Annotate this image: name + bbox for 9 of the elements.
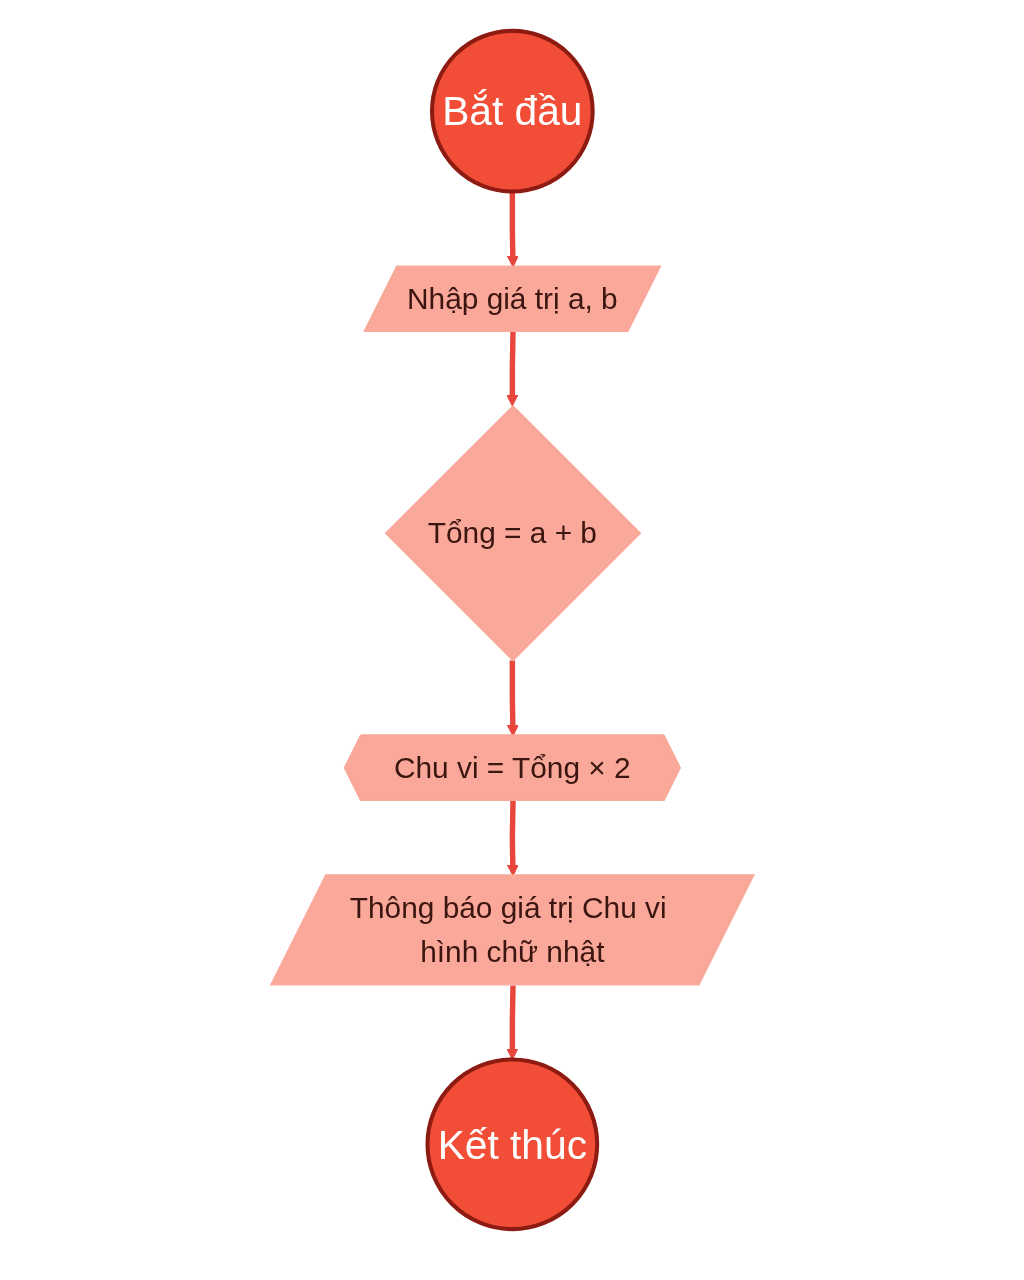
arrow (506, 331, 518, 407)
terminal-circle: Bắt đầu (429, 28, 595, 194)
terminal-circle: Kết thúc (425, 1057, 599, 1232)
arrow (506, 660, 519, 737)
decision-diamond: Tổng = a + b (384, 404, 641, 662)
process-hexagon: Chu vi = Tổng × 2 (343, 734, 681, 801)
arrow (506, 191, 519, 268)
input-output-parallelogram: Nhập giá trị a, b (362, 265, 662, 332)
input-output-parallelogram: Thông báo giá trị Chu vi hình chữ nhật (269, 874, 755, 986)
